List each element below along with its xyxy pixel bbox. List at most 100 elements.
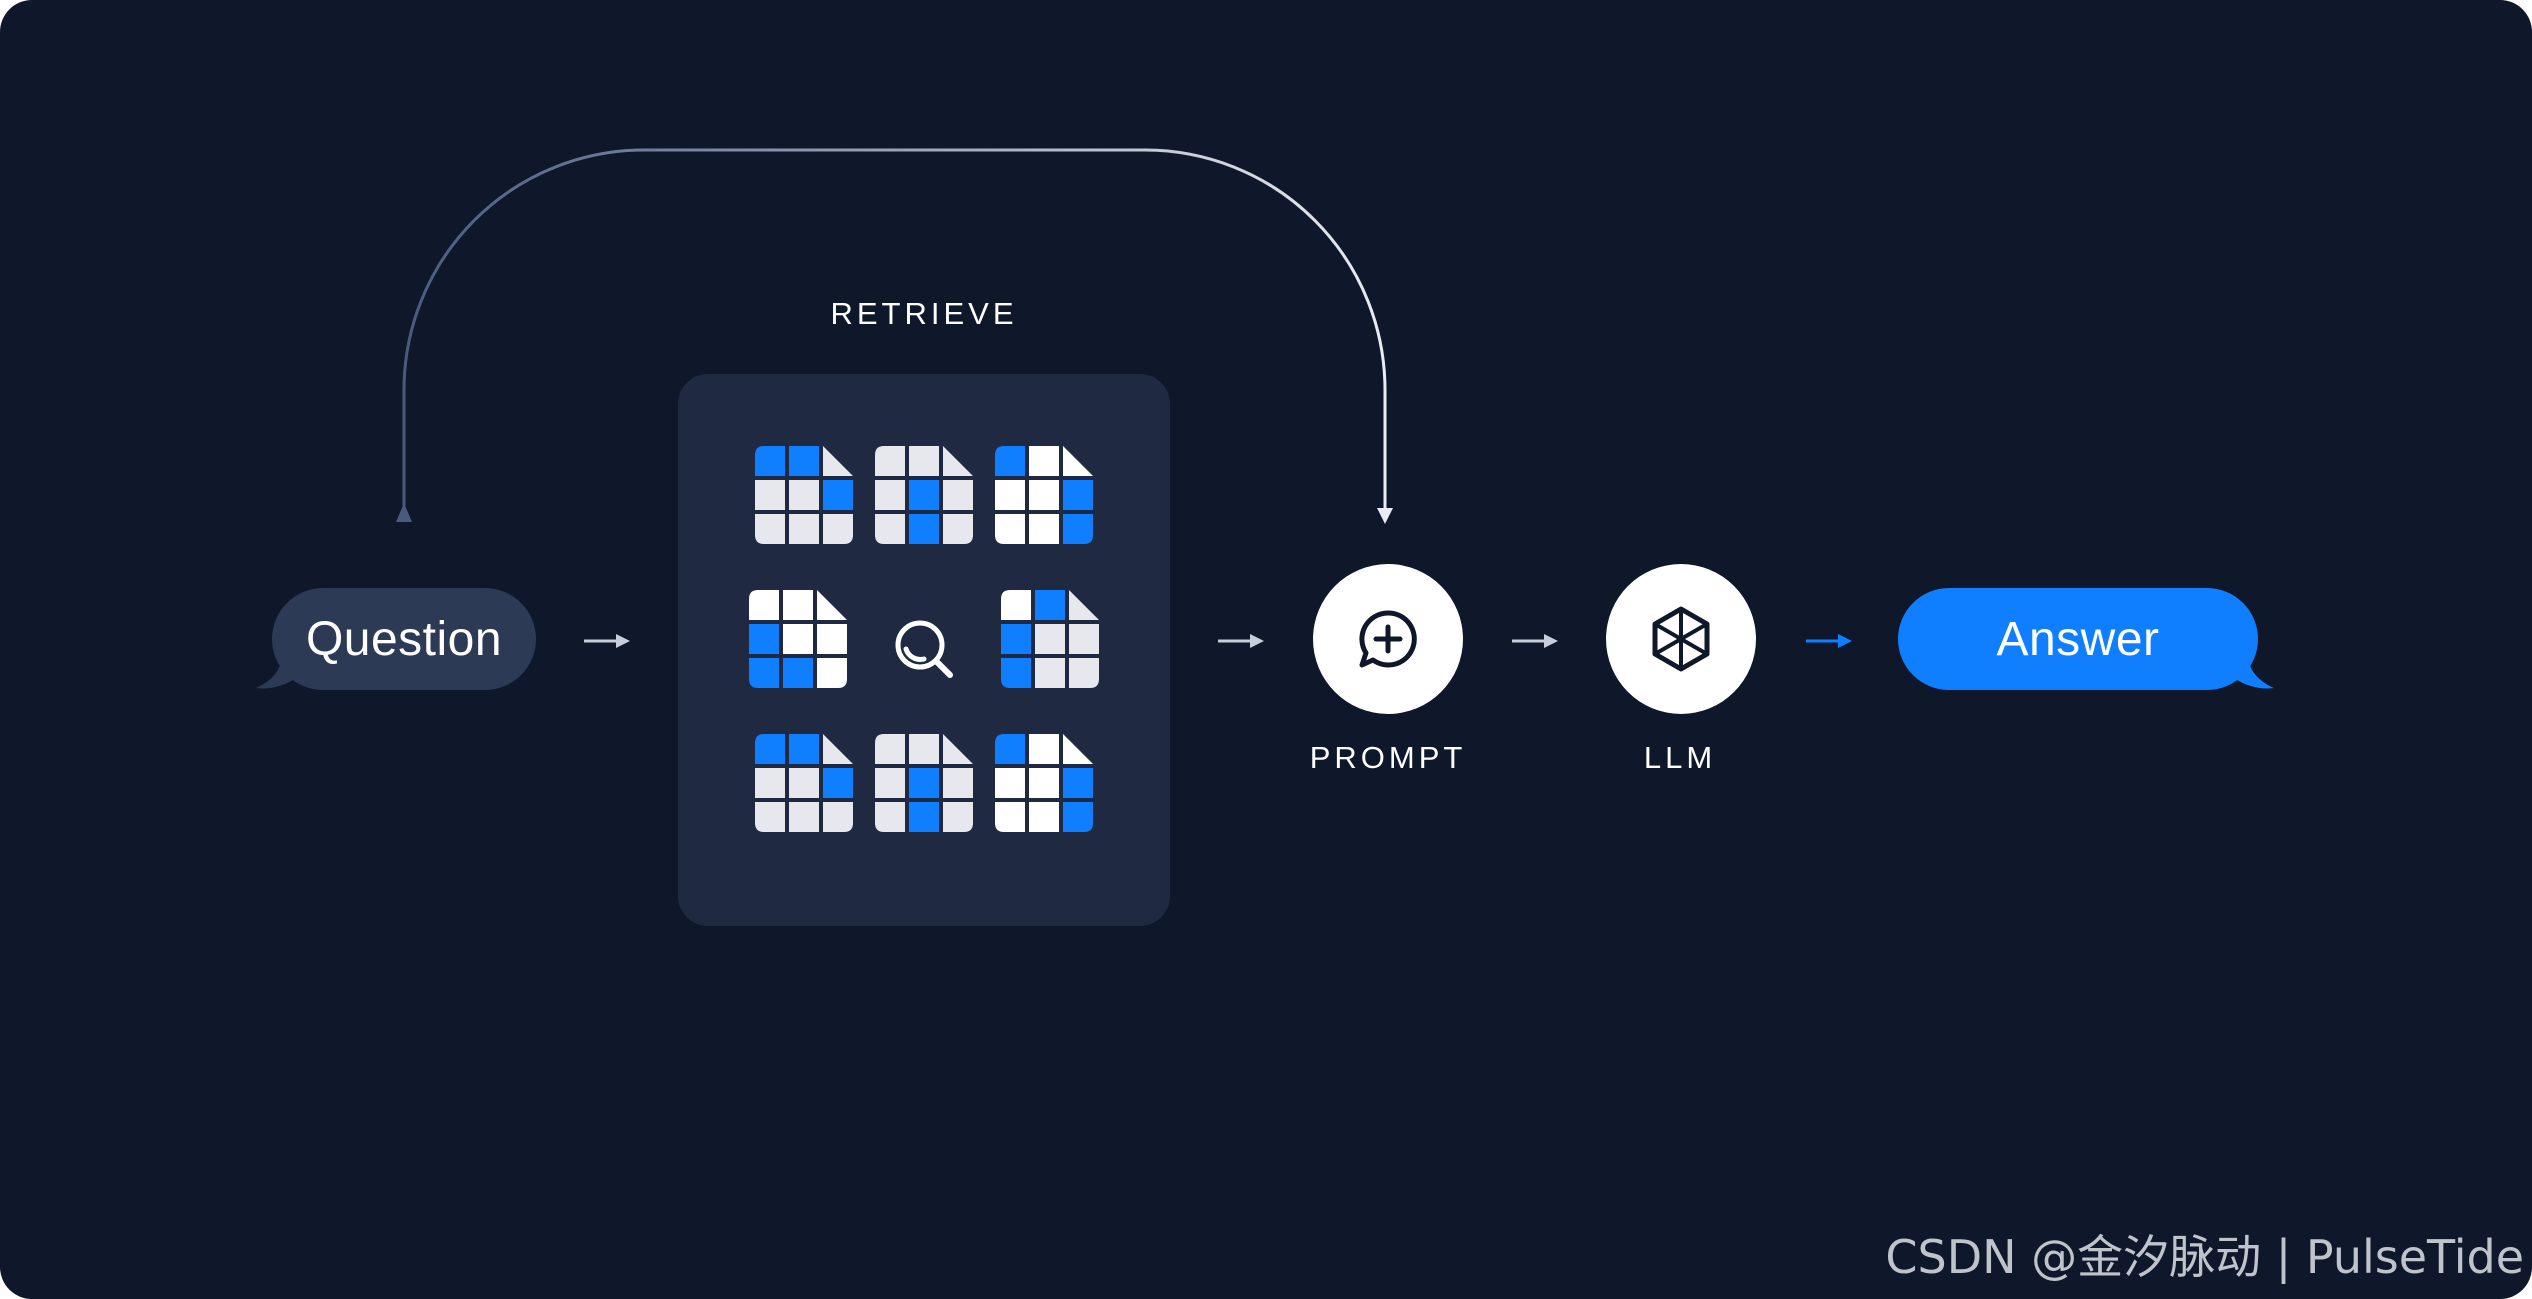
document-cell bbox=[1001, 590, 1031, 620]
document-cell bbox=[817, 658, 847, 688]
document-cell bbox=[909, 802, 939, 832]
document-cell bbox=[755, 768, 785, 798]
retrieve-panel bbox=[678, 374, 1170, 926]
document-cell bbox=[1029, 734, 1059, 764]
document-fold bbox=[943, 446, 973, 476]
document-cell bbox=[1001, 624, 1031, 654]
document-cell bbox=[995, 802, 1025, 832]
flow-arrow-llm-answer bbox=[1806, 634, 1852, 648]
question-bubble: Question bbox=[256, 588, 536, 690]
document-icon bbox=[749, 590, 847, 688]
document-icon bbox=[875, 446, 973, 544]
cube-icon bbox=[1652, 606, 1710, 672]
loop-arrowhead-up bbox=[396, 503, 412, 522]
document-icon bbox=[755, 734, 853, 832]
document-cell bbox=[909, 734, 939, 764]
document-cell bbox=[749, 658, 779, 688]
answer-label: Answer bbox=[1996, 612, 2160, 666]
retrieval-loop-connector bbox=[402, 148, 1387, 512]
document-cell bbox=[995, 734, 1025, 764]
document-cell bbox=[1029, 446, 1059, 476]
prompt-node bbox=[1313, 564, 1463, 714]
document-cell bbox=[909, 446, 939, 476]
document-cell bbox=[995, 514, 1025, 544]
document-cell bbox=[789, 802, 819, 832]
document-icon bbox=[755, 446, 853, 544]
search-icon bbox=[895, 620, 953, 678]
document-cell bbox=[789, 480, 819, 510]
document-cell bbox=[875, 734, 905, 764]
answer-bubble: Answer bbox=[1898, 588, 2274, 690]
document-cell bbox=[823, 802, 853, 832]
document-cell bbox=[995, 446, 1025, 476]
watermark: CSDN @金汐脉动 | PulseTide bbox=[1885, 1230, 2524, 1284]
chat-plus-icon bbox=[1359, 610, 1417, 668]
document-cell bbox=[1029, 514, 1059, 544]
document-cell bbox=[749, 590, 779, 620]
document-cell bbox=[909, 480, 939, 510]
document-cell bbox=[875, 768, 905, 798]
document-fold bbox=[1063, 734, 1093, 764]
flow-arrow-prompt-llm bbox=[1512, 634, 1558, 648]
document-cell bbox=[783, 658, 813, 688]
document-cell bbox=[875, 446, 905, 476]
document-fold bbox=[1069, 590, 1099, 620]
document-cell bbox=[749, 624, 779, 654]
document-icon bbox=[875, 734, 973, 832]
document-cell bbox=[823, 514, 853, 544]
document-cell bbox=[789, 514, 819, 544]
flow-arrow-retrieve-prompt bbox=[1218, 634, 1264, 648]
document-cell bbox=[943, 480, 973, 510]
document-cell bbox=[875, 514, 905, 544]
document-cell bbox=[943, 768, 973, 798]
document-fold bbox=[823, 734, 853, 764]
document-cell bbox=[875, 480, 905, 510]
document-cell bbox=[875, 802, 905, 832]
document-cell bbox=[755, 734, 785, 764]
document-fold bbox=[823, 446, 853, 476]
document-icon bbox=[1001, 590, 1099, 688]
llm-node bbox=[1606, 564, 1756, 714]
document-cell bbox=[1035, 590, 1065, 620]
document-cell bbox=[943, 802, 973, 832]
question-label: Question bbox=[305, 612, 503, 666]
document-cell bbox=[1029, 480, 1059, 510]
document-cell bbox=[995, 768, 1025, 798]
document-grid bbox=[749, 446, 1099, 832]
document-cell bbox=[755, 480, 785, 510]
document-cell bbox=[789, 734, 819, 764]
document-icon bbox=[995, 446, 1093, 544]
retrieve-label: RETRIEVE bbox=[830, 296, 1018, 331]
document-cell bbox=[1063, 768, 1093, 798]
document-cell bbox=[1035, 624, 1065, 654]
document-cell bbox=[789, 768, 819, 798]
document-cell bbox=[1063, 802, 1093, 832]
document-cell bbox=[1069, 624, 1099, 654]
document-cell bbox=[1001, 658, 1031, 688]
document-cell bbox=[755, 514, 785, 544]
llm-label: LLM bbox=[1643, 740, 1717, 775]
document-cell bbox=[1063, 480, 1093, 510]
document-cell bbox=[1029, 802, 1059, 832]
document-cell bbox=[817, 624, 847, 654]
document-icon bbox=[995, 734, 1093, 832]
document-cell bbox=[1063, 514, 1093, 544]
flow-arrow-question-retrieve bbox=[584, 634, 630, 648]
loop-arrowhead-down bbox=[1377, 508, 1393, 524]
document-fold bbox=[943, 734, 973, 764]
document-cell bbox=[909, 768, 939, 798]
document-fold bbox=[817, 590, 847, 620]
document-cell bbox=[783, 590, 813, 620]
document-cell bbox=[1069, 658, 1099, 688]
document-cell bbox=[755, 446, 785, 476]
answer-bubble-tail bbox=[2234, 654, 2274, 689]
document-cell bbox=[823, 480, 853, 510]
document-cell bbox=[1029, 768, 1059, 798]
document-cell bbox=[789, 446, 819, 476]
document-fold bbox=[1063, 446, 1093, 476]
document-cell bbox=[943, 514, 973, 544]
prompt-label: PROMPT bbox=[1309, 740, 1467, 775]
document-cell bbox=[783, 624, 813, 654]
